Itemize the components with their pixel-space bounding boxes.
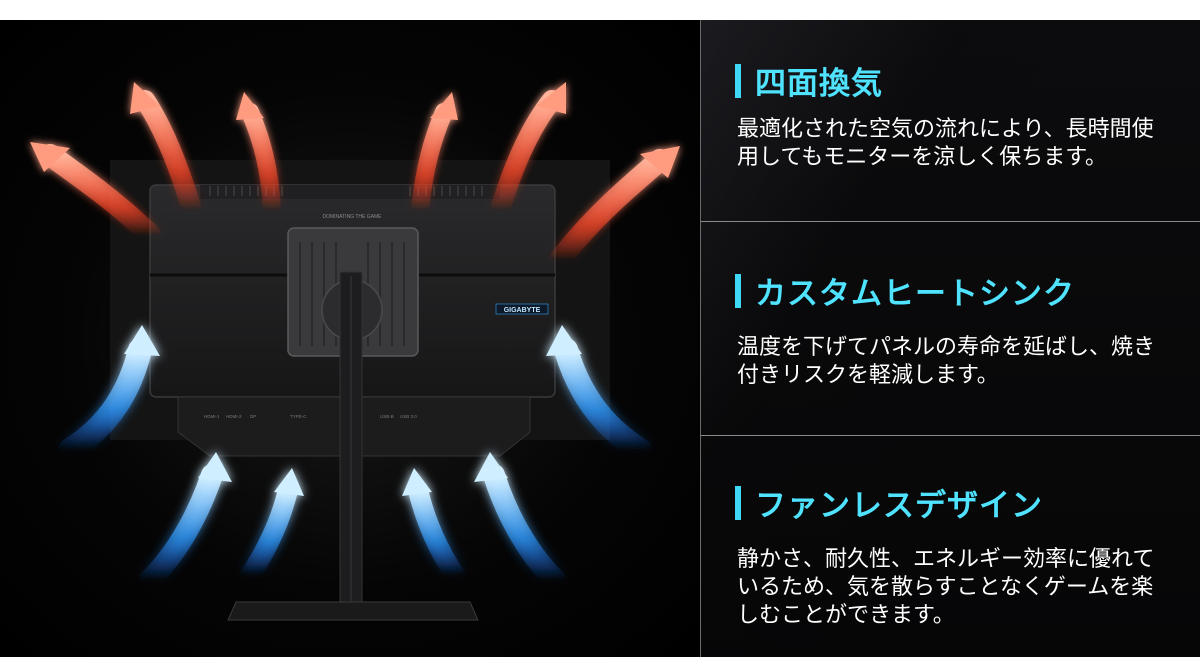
cool-arrow-6 — [554, 338, 652, 462]
cool-arrow-5 — [483, 464, 566, 591]
hot-arrow-4 — [411, 103, 453, 219]
feature-description: 静かさ、耐久性、エネルギー効率に優れているため、気を散らすことなくゲームを楽しむ… — [737, 547, 1155, 628]
hot-arrow-2 — [135, 90, 202, 220]
feature-four-side-ventilation: 四面換気 最適化された空気の流れにより、長時間使用してもモニターを涼しく保ちます… — [701, 20, 1200, 222]
feature-title: 四面換気 — [735, 58, 883, 103]
product-illustration: DOMINATING THE GAME GIGABYTE HDMI-1 HDMI… — [0, 20, 700, 657]
svg-text:USB-B: USB-B — [380, 414, 394, 419]
cool-arrow-head-5 — [474, 452, 508, 482]
cool-arrow-head-1 — [124, 325, 160, 356]
cool-arrow-head-4 — [402, 468, 432, 496]
cool-arrow-4 — [408, 480, 465, 585]
cool-airflow-arrows — [58, 325, 652, 591]
feature-title: ファンレスデザイン — [735, 480, 1043, 525]
cool-arrow-head-6 — [546, 325, 582, 356]
svg-text:DP: DP — [250, 414, 256, 419]
feature-custom-heatsink: カスタムヒートシンク 温度を下げてパネルの寿命を延ばし、焼き付きリスクを軽減しま… — [701, 222, 1200, 436]
cool-arrow-3 — [240, 480, 298, 585]
monitor-airflow-graphic: DOMINATING THE GAME GIGABYTE HDMI-1 HDMI… — [30, 82, 680, 621]
hot-arrow-1 — [39, 144, 161, 246]
hot-arrow-head-6 — [640, 146, 680, 178]
svg-text:TYPE-C: TYPE-C — [290, 414, 307, 419]
hot-airflow-arrows — [30, 82, 680, 271]
title-accent-bar — [735, 273, 741, 308]
feature-title-text: ファンレスデザイン — [755, 488, 1043, 524]
hot-arrow-head-3 — [236, 92, 264, 120]
title-accent-bar — [735, 63, 741, 98]
hot-arrow-head-4 — [430, 92, 458, 120]
svg-text:USB 3.0: USB 3.0 — [400, 414, 417, 419]
port-labels: HDMI-1 HDMI-2 DP TYPE-C USB-B USB 3.0 — [204, 414, 417, 419]
slogan-label: DOMINATING THE GAME — [323, 214, 383, 220]
feature-description: 温度を下げてパネルの寿命を延ばし、焼き付きリスクを軽減します。 — [737, 335, 1156, 388]
monitor-stand-base — [227, 601, 479, 621]
feature-title: カスタムヒートシンク — [735, 268, 1075, 313]
brand-badge — [495, 303, 549, 315]
feature-list: 四面換気 最適化された空気の流れにより、長時間使用してもモニターを涼しく保ちます… — [700, 20, 1200, 657]
hot-arrow-head-5 — [536, 82, 566, 114]
brand-logo: GIGABYTE — [504, 307, 541, 314]
hot-arrow-6 — [549, 149, 671, 271]
svg-text:HDMI-1: HDMI-1 — [204, 414, 220, 419]
feature-title-text: カスタムヒートシンク — [755, 276, 1075, 312]
hot-arrow-3 — [241, 103, 281, 219]
hot-arrow-head-2 — [130, 82, 160, 114]
cool-arrow-head-2 — [198, 452, 232, 482]
cool-arrow-1 — [58, 338, 152, 462]
feature-description: 最適化された空気の流れにより、長時間使用してもモニターを涼しく保ちます。 — [737, 117, 1154, 170]
hot-arrow-head-1 — [30, 142, 70, 172]
feature-title-text: 四面換気 — [755, 66, 883, 102]
cool-arrow-2 — [139, 464, 223, 591]
cool-arrow-head-3 — [274, 468, 304, 496]
title-accent-bar — [735, 485, 741, 520]
svg-text:HDMI-2: HDMI-2 — [226, 414, 242, 419]
hot-arrow-5 — [490, 90, 562, 220]
feature-fanless-design: ファンレスデザイン 静かさ、耐久性、エネルギー効率に優れているため、気を散らすこ… — [701, 436, 1200, 657]
